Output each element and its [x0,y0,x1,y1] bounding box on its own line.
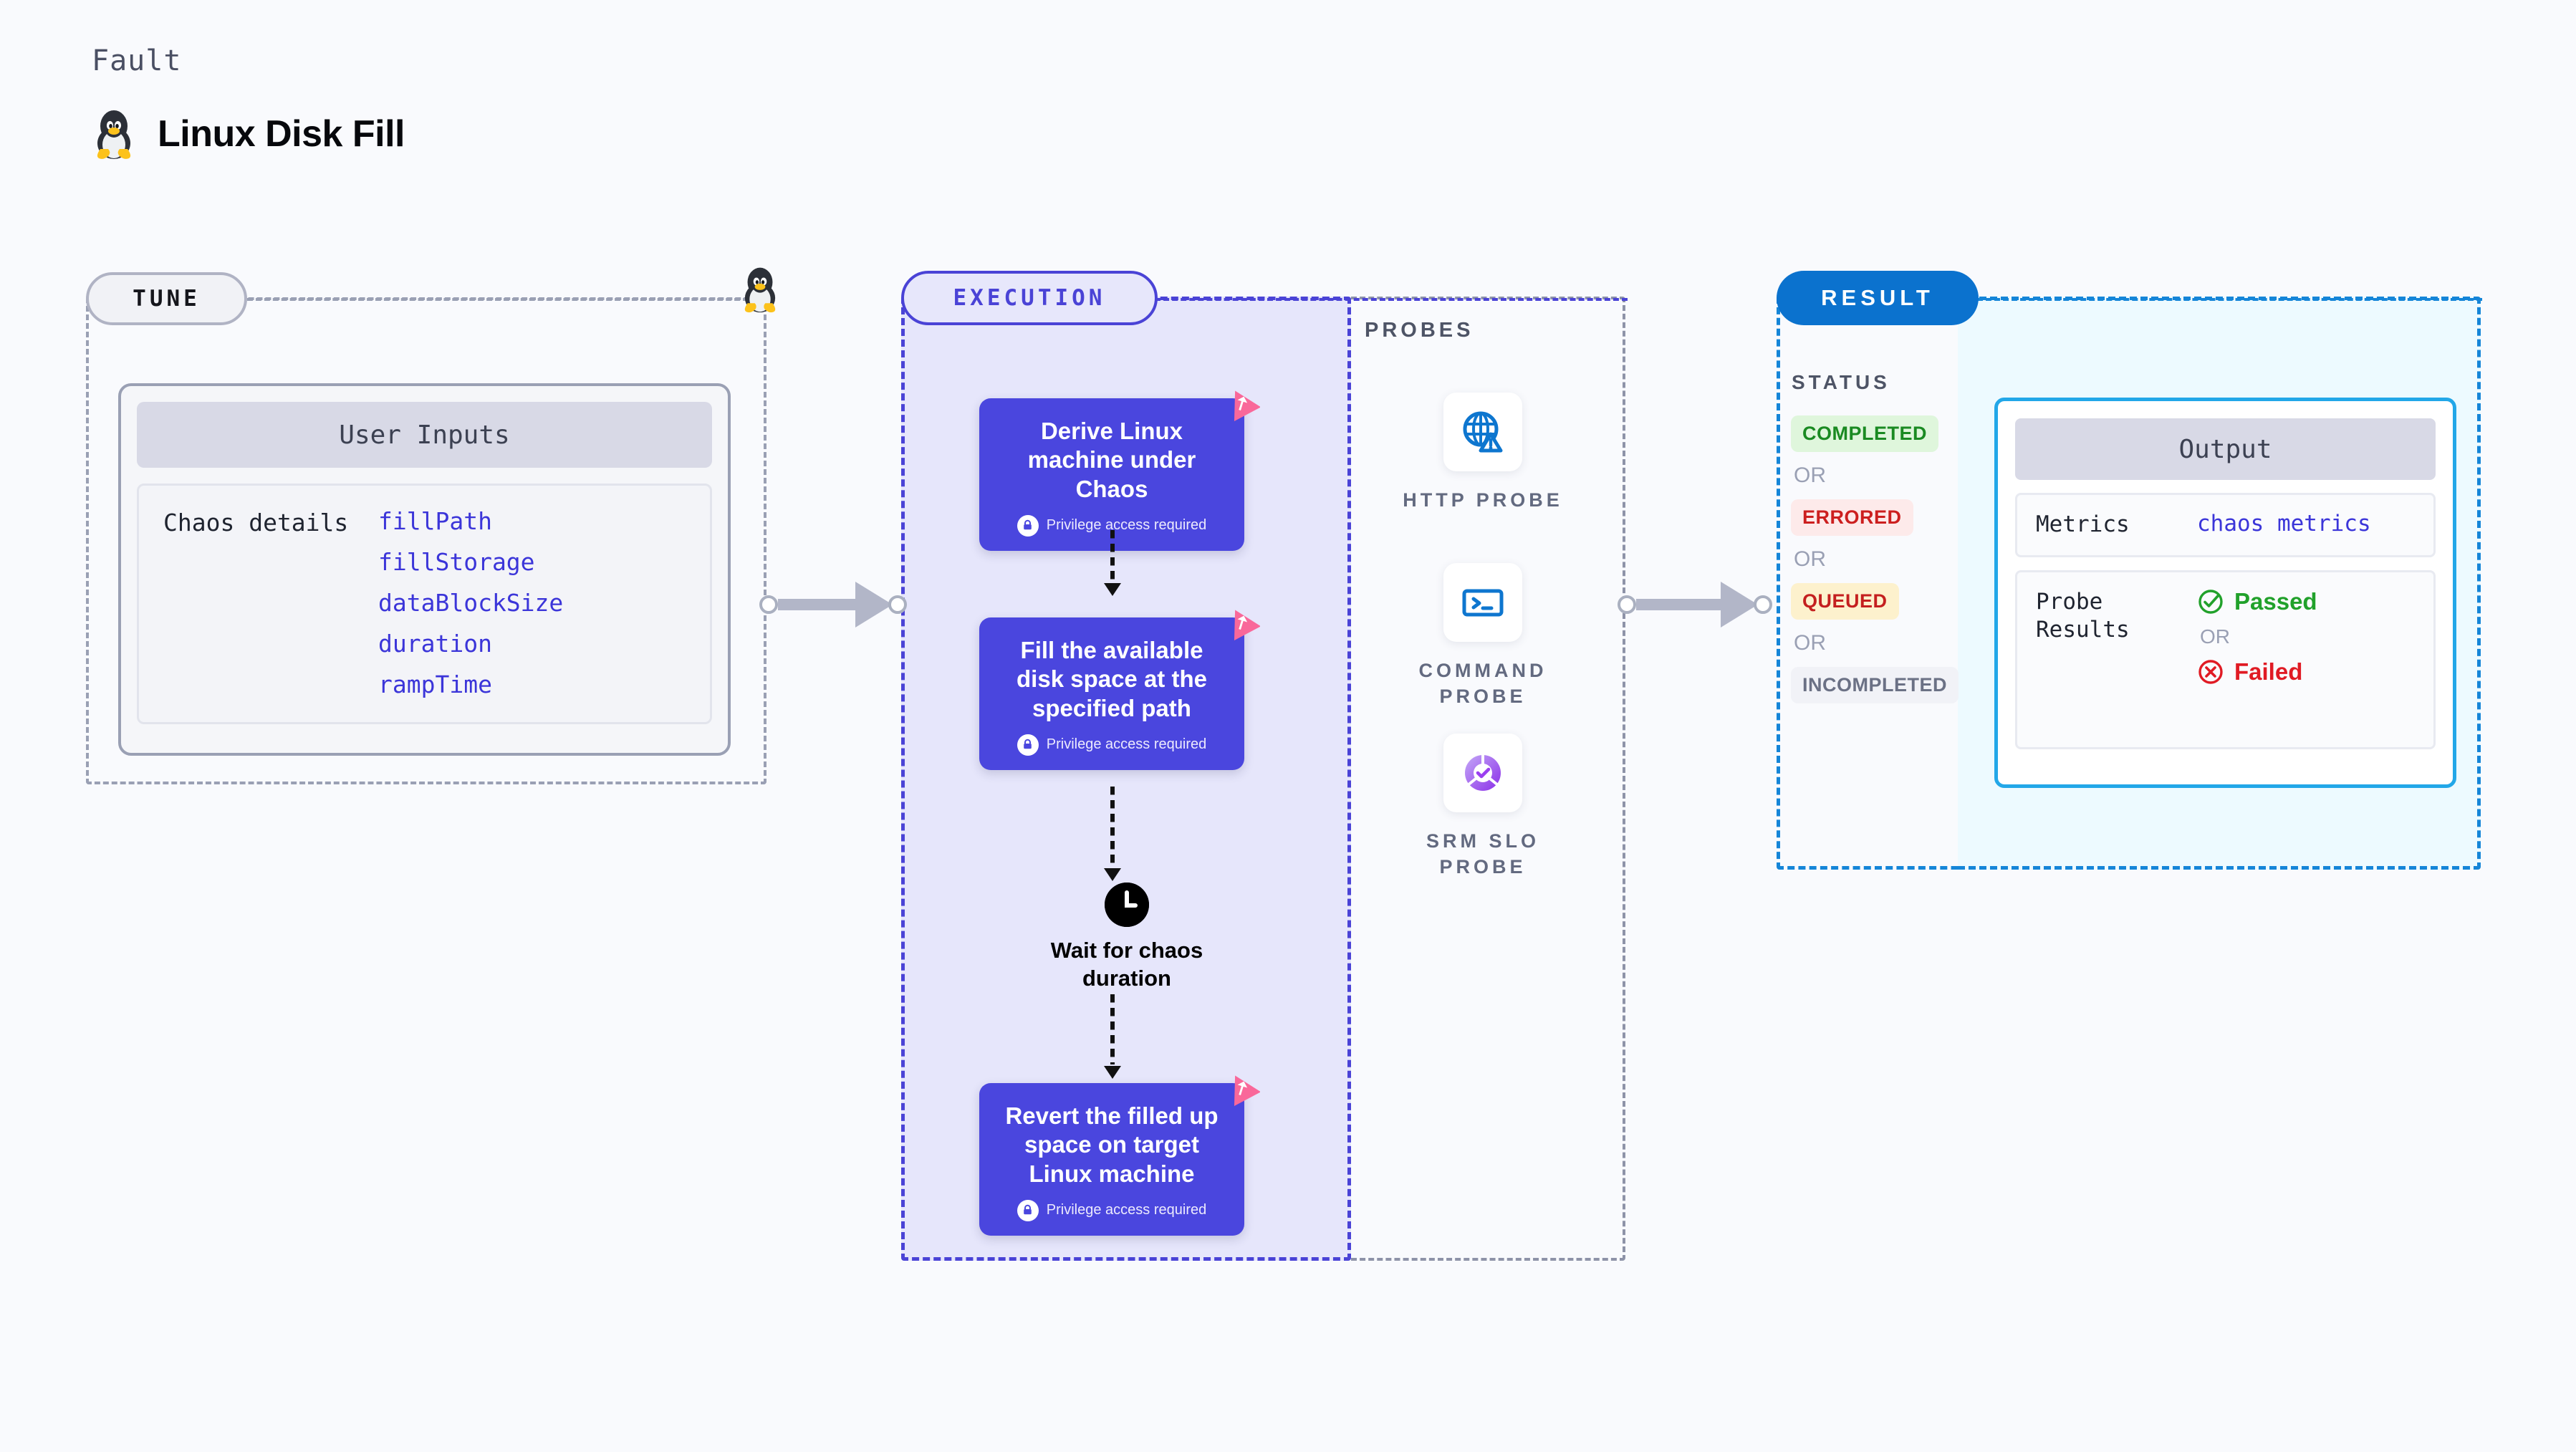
output-probe-results-row: Probe Results Passed OR Failed [2015,569,2436,749]
linux-penguin-marker-icon [739,265,781,317]
result-pill[interactable]: RESULT [1777,271,1979,325]
chaos-details-label: Chaos details [163,509,349,537]
chaos-ribbon-icon [1224,1071,1261,1110]
terminal-icon [1443,563,1522,642]
execution-pill[interactable]: EXECUTION [901,271,1158,325]
probes-title: PROBES [1365,319,1474,342]
lock-icon [1017,1199,1039,1221]
param-fillstorage[interactable]: fillStorage [378,548,535,576]
execution-step-1-privilege: Privilege access required [995,514,1229,537]
passed-label: Passed [2234,587,2317,615]
connector-execution-to-result [1618,582,1772,628]
metrics-key: Metrics [2036,511,2130,537]
probe-http-label: HTTP PROBE [1403,489,1563,511]
result-pill-label: RESULT [1821,285,1934,310]
execution-step-3-privilege: Privilege access required [995,1199,1229,1221]
lock-icon [1017,514,1039,537]
chaos-parameter-list: fillPath fillStorage dataBlockSize durat… [378,507,563,698]
chaos-ribbon-icon [1224,605,1261,645]
probe-http[interactable]: HTTP PROBE [1390,393,1576,513]
execution-top-dashed-line [1155,298,1628,301]
failed-label: Failed [2234,658,2303,685]
connector-arrowhead [1721,582,1758,628]
wait-node-label: Wait for chaos duration [1050,938,1203,991]
param-fillpath[interactable]: fillPath [378,507,492,535]
output-card: Output Metrics chaos metrics Probe Resul… [1994,398,2456,788]
fault-eyebrow: Fault [92,44,182,77]
x-circle-icon [2198,659,2223,684]
probe-srm-slo-label: SRM SLO PROBE [1426,830,1539,878]
user-inputs-card: User Inputs Chaos details fillPath fillS… [118,383,731,756]
connector-tune-to-execution [759,582,907,628]
status-title: STATUS [1792,371,1890,393]
status-or-1: OR [1794,463,1826,487]
probe-results-values: Passed OR Failed [2197,588,2317,686]
probe-result-failed: Failed [2197,658,2317,686]
status-badge-incompleted: INCOMPLETED [1791,667,1959,703]
probe-result-passed: Passed [2197,588,2317,615]
user-inputs-header: User Inputs [137,402,712,468]
probe-command[interactable]: COMMAND PROBE [1390,563,1576,710]
arrowhead [1104,1066,1121,1079]
status-badge-errored: ERRORED [1791,499,1913,536]
output-title: Output [2178,434,2272,464]
probe-command-label: COMMAND PROBE [1418,660,1547,708]
connector-start-dot [1618,595,1636,614]
metrics-value[interactable]: chaos metrics [2197,511,2371,537]
slo-donut-check-icon [1443,734,1522,812]
connector-bar [778,599,857,610]
probe-result-or: OR [2200,625,2230,648]
title-row: Linux Disk Fill [92,107,405,160]
tune-top-dashed-line [247,298,749,301]
param-datablocksize[interactable]: dataBlockSize [378,589,564,617]
execution-step-2[interactable]: Fill the available disk space at the spe… [979,610,1261,770]
tune-pill[interactable]: TUNE [86,272,247,325]
status-list: COMPLETED OR ERRORED OR QUEUED OR INCOMP… [1791,415,1970,703]
clock-icon [1105,883,1149,927]
arrowhead [1104,868,1121,881]
page-title: Linux Disk Fill [158,113,405,155]
status-or-3: OR [1794,631,1826,655]
chaos-ribbon-icon [1224,386,1261,425]
execution-step-3-title: Revert the filled up space on target Lin… [1005,1102,1219,1187]
param-duration[interactable]: duration [378,630,492,658]
globe-warning-icon [1443,393,1522,471]
output-metrics-row: Metrics chaos metrics [2015,493,2436,557]
flow-arrow-1-to-2 [1104,530,1121,596]
check-circle-icon [2198,589,2223,614]
probe-srm-slo[interactable]: SRM SLO PROBE [1390,734,1576,880]
execution-step-1[interactable]: Derive Linux machine under Chaos Privile… [979,390,1261,551]
flow-arrow-wait-to-3 [1104,994,1121,1079]
result-top-dashed-line [1977,298,2482,301]
page-header: Fault Linux Disk Fill [92,44,405,160]
connector-bar [1636,599,1722,610]
status-or-2: OR [1794,547,1826,571]
connector-start-dot [759,595,778,614]
user-inputs-title: User Inputs [339,420,510,450]
arrowhead [1104,583,1121,596]
connector-arrowhead [855,582,893,628]
privilege-text: Privilege access required [1046,736,1207,753]
status-badge-completed: COMPLETED [1791,415,1939,452]
execution-step-1-title: Derive Linux machine under Chaos [1027,418,1196,502]
execution-pill-label: EXECUTION [953,285,1106,311]
wait-for-chaos-duration-node: Wait for chaos duration [1030,883,1224,993]
connector-end-dot [888,595,907,614]
lock-icon [1017,734,1039,756]
execution-step-3[interactable]: Revert the filled up space on target Lin… [979,1075,1261,1236]
privilege-text: Privilege access required [1046,1202,1207,1218]
connector-end-dot [1754,595,1772,614]
output-card-header: Output [2015,418,2436,480]
tune-pill-label: TUNE [133,286,201,312]
user-inputs-body: Chaos details fillPath fillStorage dataB… [137,484,712,724]
flow-arrow-2-to-wait [1104,787,1121,881]
execution-step-2-title: Fill the available disk space at the spe… [1017,637,1207,721]
param-ramptime[interactable]: rampTime [378,670,492,698]
execution-step-2-privilege: Privilege access required [995,734,1229,756]
status-badge-queued: QUEUED [1791,583,1899,620]
privilege-text: Privilege access required [1046,517,1207,534]
linux-penguin-icon [92,107,136,160]
probe-results-key: Probe Results [2036,588,2130,643]
